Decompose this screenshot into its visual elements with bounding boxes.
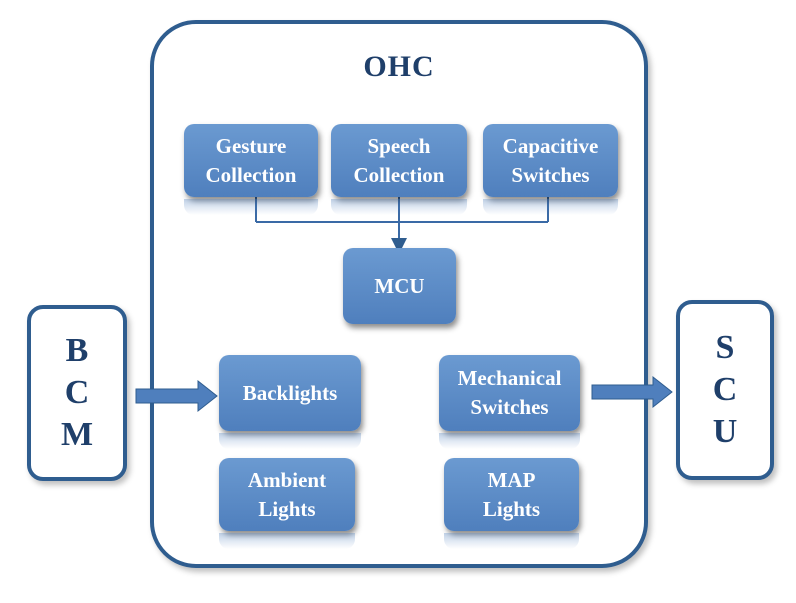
backlights-box: Backlights [219, 355, 361, 431]
bcm-block: B C M [27, 305, 127, 481]
scu-letter-c: C [712, 371, 738, 408]
ambient-line-1: Ambient [247, 467, 327, 492]
mechanical-switches-box: Mechanical Switches [439, 355, 580, 431]
capacitive-reflection [483, 199, 618, 215]
map-lights-box: MAP Lights [444, 458, 579, 531]
bcm-letter-c: C [64, 374, 90, 411]
speech-line-1: Speech [367, 133, 431, 158]
capacitive-line-1: Capacitive [502, 133, 599, 158]
scu-block: S C U [676, 300, 774, 480]
mechanical-reflection [439, 433, 580, 449]
speech-line-2: Collection [353, 162, 445, 187]
scu-letter-s: S [715, 329, 735, 366]
speech-collection-box: Speech Collection [331, 124, 467, 197]
capacitive-switches-box: Capacitive Switches [483, 124, 618, 197]
backlights-reflection [219, 433, 361, 449]
mechanical-line-1: Mechanical [457, 366, 562, 390]
mechanical-to-scu-arrow [591, 375, 673, 409]
mcu-label: MCU [374, 273, 425, 298]
ambient-lights-box: Ambient Lights [219, 458, 355, 531]
gesture-reflection [184, 199, 318, 215]
gesture-collection-box: Gesture Collection [184, 124, 318, 197]
speech-reflection [331, 199, 467, 215]
capacitive-line-2: Switches [511, 162, 590, 187]
mechanical-line-2: Switches [470, 395, 549, 419]
bcm-letter-b: B [65, 332, 89, 369]
map-reflection [444, 533, 579, 549]
bcm-letter-m: M [60, 416, 94, 453]
backlights-label: Backlights [242, 380, 338, 405]
gesture-line-2: Collection [205, 162, 297, 187]
ambient-line-2: Lights [258, 496, 316, 521]
mcu-box: MCU [343, 248, 456, 324]
map-line-1: MAP [487, 467, 536, 492]
ambient-reflection [219, 533, 355, 549]
bcm-to-backlights-arrow [135, 379, 218, 413]
scu-letter-u: U [712, 413, 738, 450]
ohc-title: OHC [363, 50, 435, 83]
gesture-line-1: Gesture [215, 133, 287, 158]
map-line-2: Lights [482, 496, 541, 521]
